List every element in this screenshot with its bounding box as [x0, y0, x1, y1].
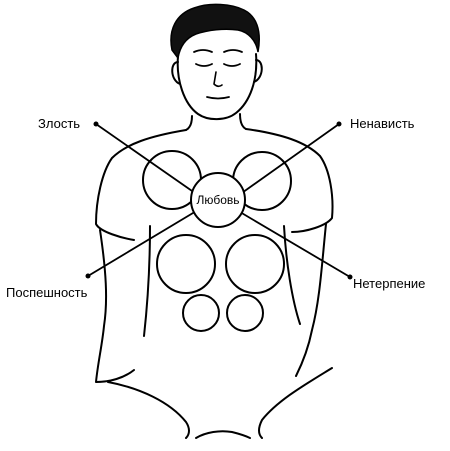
right-shoulder-arm: [245, 128, 334, 233]
left-ear: [171, 61, 181, 85]
love-circle: [190, 172, 246, 228]
right-eye-closed: [223, 63, 241, 67]
crotch: [195, 430, 251, 439]
left-torso-side: [95, 229, 135, 383]
pointer-dot-impatience: [347, 274, 353, 280]
left-eye-closed: [195, 63, 213, 67]
pointer-line-impatience: [239, 211, 351, 278]
left-eyebrow: [193, 49, 213, 53]
label-anger: Злость: [38, 116, 80, 131]
pointer-dot-hatred: [336, 121, 342, 127]
pointer-dot-haste: [85, 273, 91, 279]
right-hip: [258, 367, 333, 439]
pointer-line-haste: [87, 209, 199, 277]
label-impatience: Нетерпение: [353, 276, 425, 291]
circle-lower-left: [182, 294, 220, 332]
left-shoulder-arm: [95, 129, 187, 241]
neck-right: [239, 113, 247, 130]
left-hip: [107, 381, 190, 439]
love-label: Любовь: [196, 193, 239, 207]
right-torso-side: [295, 223, 327, 377]
face-outline: [176, 53, 258, 121]
right-eyebrow: [223, 49, 243, 53]
right-ear: [253, 59, 263, 83]
circle-middle-right: [225, 234, 285, 294]
circle-middle-left: [156, 234, 216, 294]
neck-left: [185, 115, 193, 131]
nose: [213, 71, 223, 88]
mouth: [206, 96, 230, 100]
label-hatred: Ненависть: [350, 116, 415, 131]
label-haste: Поспешность: [6, 285, 88, 300]
hair: [170, 3, 260, 60]
right-inner-arm: [283, 225, 301, 325]
pointer-line-anger: [95, 123, 206, 201]
pointer-dot-anger: [93, 121, 99, 127]
pointer-line-hatred: [231, 123, 340, 201]
circle-lower-right: [226, 294, 264, 332]
left-inner-arm: [143, 225, 151, 337]
